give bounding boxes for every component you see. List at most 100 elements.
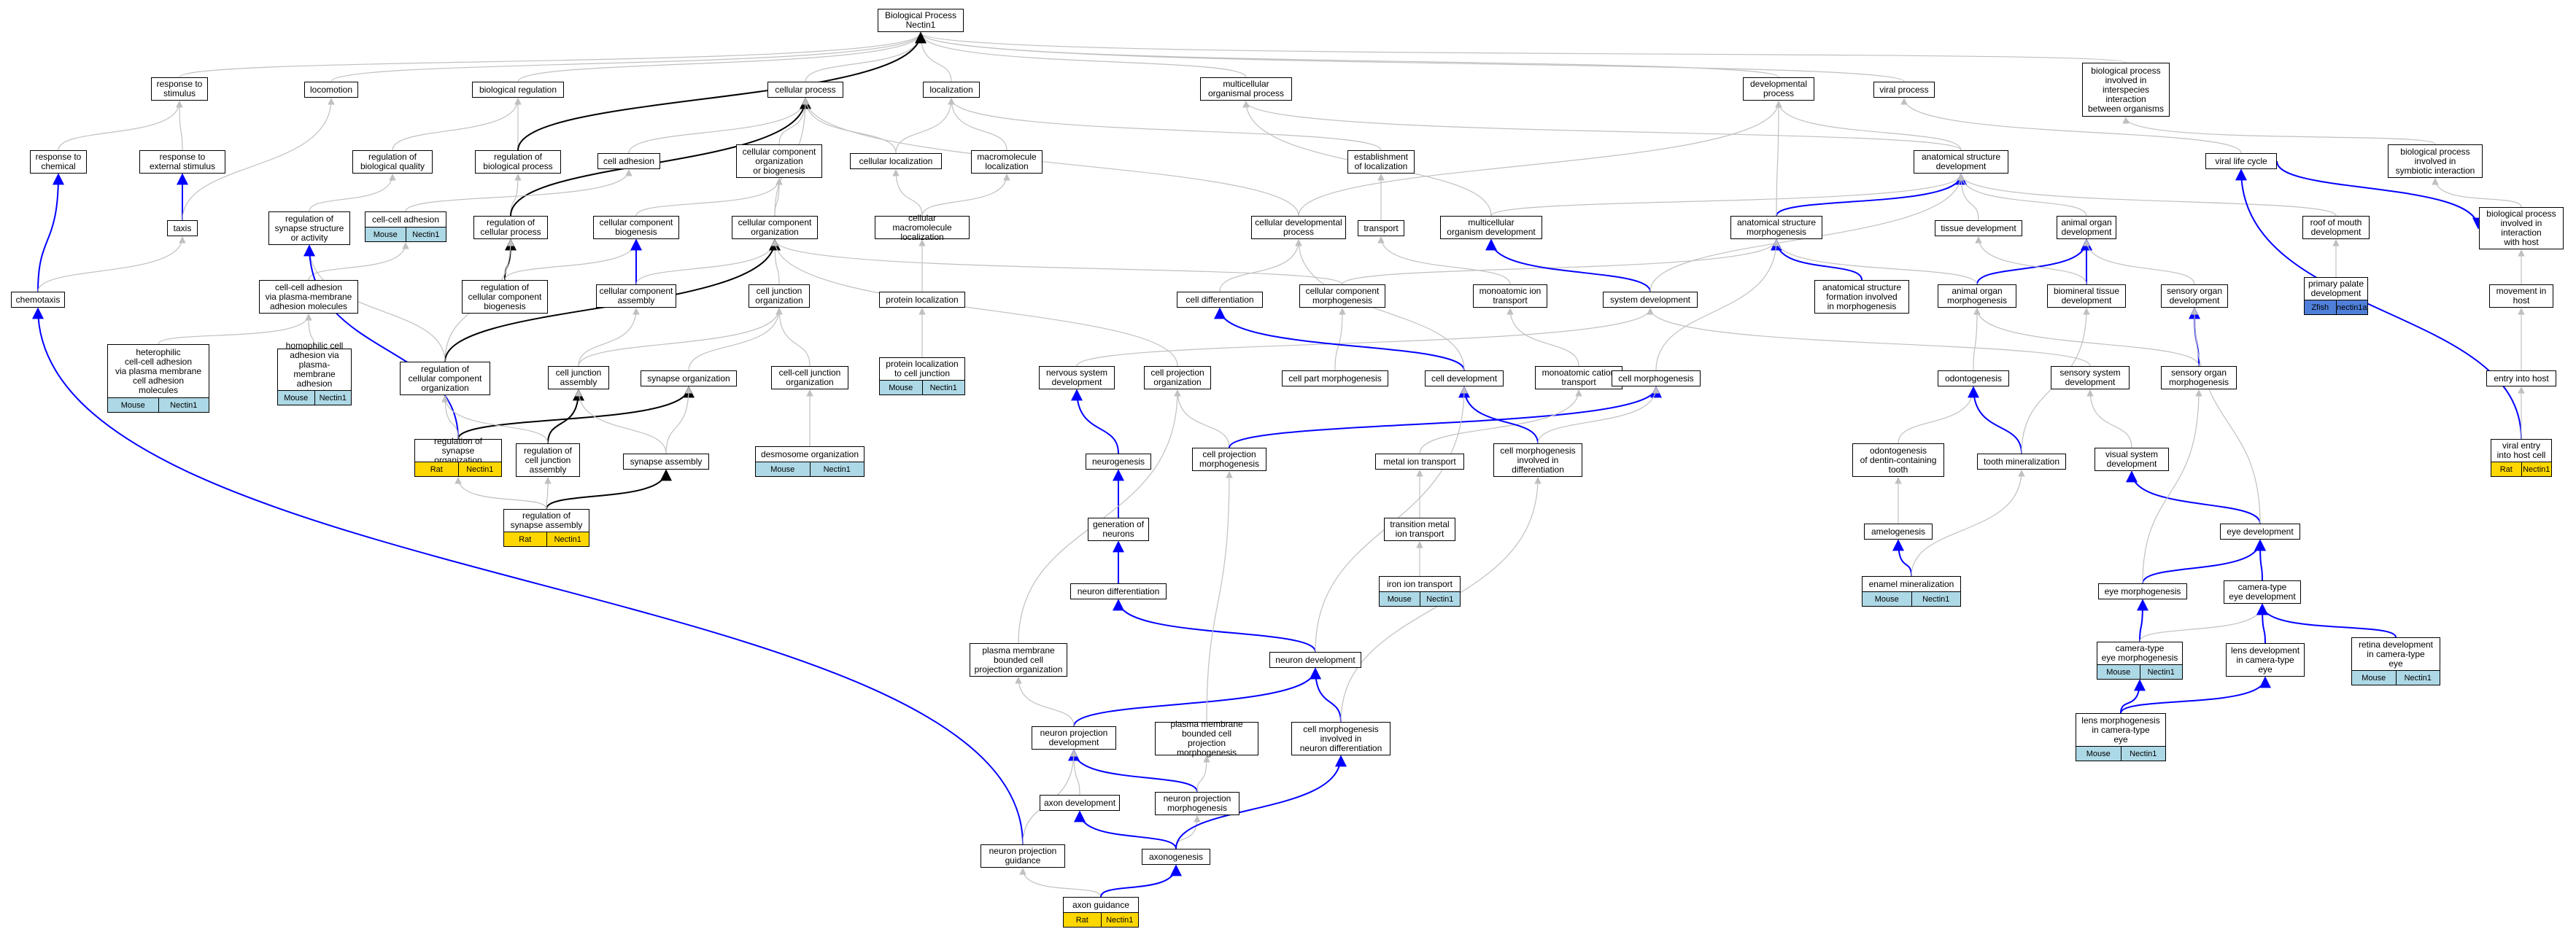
go-term-bpiih[interactable]: biological process involved in interacti…	[2479, 207, 2564, 249]
go-term-bp[interactable]: Biological Process Nectin1	[878, 9, 964, 32]
go-term-lmcte[interactable]: lens morphogenesis in camera-type eye	[2076, 713, 2166, 747]
go-term-eih[interactable]: entry into host	[2486, 370, 2556, 386]
go-term-mloc[interactable]: macromolecule localization	[971, 150, 1043, 174]
go-term-cmorph[interactable]: cell morphogenesis	[1612, 370, 1701, 386]
go-term-rbq[interactable]: regulation of biological quality	[352, 150, 433, 174]
go-term-pmbcpm[interactable]: plasma membrane bounded cell projection …	[1155, 720, 1258, 758]
go-term-axg[interactable]: axon guidance	[1063, 897, 1139, 913]
go-term-cca[interactable]: cell-cell adhesion	[365, 211, 446, 228]
go-term-transport[interactable]: transport	[1358, 220, 1404, 236]
go-term-cjo[interactable]: cell junction organization	[749, 284, 810, 308]
go-term-rbp[interactable]: regulation of biological process	[475, 150, 561, 174]
go-term-pl[interactable]: protein localization	[879, 292, 965, 308]
go-term-loc[interactable]: localization	[923, 82, 980, 98]
go-term-tm[interactable]: tooth mineralization	[1977, 454, 2066, 470]
go-term-rtc[interactable]: response to chemical	[30, 150, 87, 174]
go-term-rcja[interactable]: regulation of cell junction assembly	[516, 443, 580, 477]
go-term-rcp[interactable]: regulation of cellular process	[473, 216, 548, 239]
go-term-cpm[interactable]: cell part morphogenesis	[1282, 370, 1388, 386]
go-term-romd[interactable]: roof of mouth development	[2302, 216, 2370, 239]
go-term-ctem[interactable]: camera-type eye morphogenesis	[2097, 642, 2183, 665]
go-term-cca2[interactable]: cellular component assembly	[596, 284, 676, 308]
go-term-hetero[interactable]: heterophilic cell-cell adhesion via plas…	[107, 344, 209, 398]
go-term-cdiff[interactable]: cell differentiation	[1177, 292, 1263, 308]
go-term-vp[interactable]: viral process	[1873, 82, 1935, 98]
go-term-td[interactable]: tissue development	[1935, 220, 2022, 236]
go-term-rccb[interactable]: regulation of cellular component biogene…	[462, 280, 548, 314]
go-term-iit[interactable]: iron ion transport	[1379, 576, 1461, 592]
go-term-eyem[interactable]: eye morphogenesis	[2098, 583, 2187, 599]
go-term-asfm[interactable]: anatomical structure formation involved …	[1814, 280, 1909, 314]
go-term-cmid[interactable]: cell morphogenesis involved in different…	[1493, 443, 1582, 477]
go-term-so[interactable]: synapse organization	[641, 370, 737, 386]
go-term-axdev[interactable]: axon development	[1040, 795, 1120, 811]
go-term-aom[interactable]: animal organ morphogenesis	[1938, 284, 2016, 308]
go-term-cmind[interactable]: cell morphogenesis involved in neuron di…	[1291, 722, 1391, 755]
go-term-chemo[interactable]: chemotaxis	[11, 292, 65, 308]
go-term-devp[interactable]: developmental process	[1743, 77, 1814, 101]
go-term-vlc[interactable]: viral life cycle	[2205, 153, 2277, 169]
go-term-breg[interactable]: biological regulation	[472, 82, 564, 98]
go-term-axono[interactable]: axonogenesis	[1142, 849, 1210, 865]
go-term-asd[interactable]: anatomical structure development	[1914, 150, 2008, 174]
go-term-ccob[interactable]: cellular component organization or bioge…	[736, 144, 822, 178]
go-term-pmbcpo[interactable]: plasma membrane bounded cell projection …	[970, 643, 1067, 677]
go-term-ndiff[interactable]: neuron differentiation	[1070, 583, 1167, 599]
go-term-mih[interactable]: movement in host	[2489, 284, 2553, 308]
go-term-neurogen[interactable]: neurogenesis	[1086, 454, 1151, 470]
go-term-amelo[interactable]: amelogenesis	[1864, 524, 1933, 540]
go-term-rdcte[interactable]: retina development in camera-type eye	[2351, 637, 2440, 671]
go-term-btd[interactable]: biomineral tissue development	[2047, 284, 2126, 308]
go-term-ccapm[interactable]: cell-cell adhesion via plasma-membrane a…	[259, 280, 358, 314]
go-term-cpo[interactable]: cell projection organization	[1144, 366, 1211, 389]
go-term-rcco[interactable]: regulation of cellular component organiz…	[400, 362, 490, 395]
go-term-cp[interactable]: cellular process	[767, 82, 843, 98]
go-term-odonto[interactable]: odontogenesis	[1938, 370, 2009, 386]
go-term-asm[interactable]: anatomical structure morphogenesis	[1730, 216, 1822, 239]
go-term-ssd[interactable]: sensory system development	[2051, 366, 2130, 389]
go-term-sysdev[interactable]: system development	[1603, 292, 1698, 308]
go-term-cja[interactable]: cell junction assembly	[548, 366, 609, 389]
go-term-vsd[interactable]: visual system development	[2095, 448, 2169, 471]
go-term-rso[interactable]: regulation of synapse organization	[414, 436, 502, 464]
go-term-cted[interactable]: camera-type eye development	[2224, 580, 2301, 604]
go-term-mop[interactable]: multicellular organismal process	[1200, 77, 1292, 101]
go-term-mct[interactable]: monoatomic cation transport	[1535, 366, 1622, 389]
go-term-aod[interactable]: animal organ development	[2057, 216, 2116, 239]
go-term-homo[interactable]: homophilic cell adhesion via plasma-memb…	[277, 341, 352, 398]
go-term-sod[interactable]: sensory organ development	[2161, 284, 2228, 308]
go-term-rssa[interactable]: regulation of synapse structure or activ…	[268, 211, 350, 245]
go-term-cml[interactable]: cellular macromolecule localization	[875, 213, 970, 241]
go-term-mod[interactable]: multicellular organism development	[1440, 216, 1542, 239]
go-term-mit2[interactable]: metal ion transport	[1375, 454, 1464, 470]
go-term-ccjo[interactable]: cell-cell junction organization	[771, 366, 848, 389]
go-term-bpio[interactable]: biological process involved in interspec…	[2082, 63, 2170, 117]
go-term-npg[interactable]: neuron projection guidance	[980, 844, 1065, 868]
go-term-vei[interactable]: viral entry into host cell	[2491, 439, 2552, 462]
go-term-plc[interactable]: protein localization to cell junction	[879, 357, 965, 381]
go-term-gon[interactable]: generation of neurons	[1088, 518, 1149, 541]
go-term-sa[interactable]: synapse assembly	[623, 454, 709, 470]
go-term-rts[interactable]: response to stimulus	[151, 77, 208, 101]
go-term-eloc[interactable]: establishment of localization	[1347, 150, 1415, 174]
go-term-celldev[interactable]: cell development	[1425, 370, 1504, 386]
go-term-odt[interactable]: odontogenesis of dentin-containing tooth	[1852, 443, 1944, 477]
go-term-ccm[interactable]: cellular component morphogenesis	[1299, 284, 1385, 308]
go-term-ldcte[interactable]: lens development in camera-type eye	[2226, 643, 2305, 677]
go-term-rtes[interactable]: response to external stimulus	[139, 150, 225, 174]
go-term-cloc[interactable]: cellular localization	[850, 153, 942, 169]
go-term-mit[interactable]: monoatomic ion transport	[1473, 284, 1547, 308]
go-term-nd[interactable]: neuron development	[1269, 652, 1361, 668]
go-term-ccb[interactable]: cellular component biogenesis	[593, 216, 679, 239]
go-term-dso[interactable]: desmosome organization	[755, 446, 865, 462]
go-term-em[interactable]: enamel mineralization	[1862, 576, 1961, 592]
go-term-tmit[interactable]: transition metal ion transport	[1384, 518, 1455, 541]
go-term-ppd[interactable]: primary palate development	[2304, 277, 2368, 300]
go-term-nsd[interactable]: nervous system development	[1039, 366, 1115, 389]
go-term-bpis[interactable]: biological process involved in symbiotic…	[2388, 144, 2483, 178]
go-term-eyed[interactable]: eye development	[2220, 524, 2300, 540]
go-term-loco[interactable]: locomotion	[304, 82, 358, 98]
go-term-taxis[interactable]: taxis	[167, 220, 198, 236]
go-term-cdp[interactable]: cellular developmental process	[1251, 216, 1346, 239]
go-term-som[interactable]: sensory organ morphogenesis	[2161, 366, 2237, 389]
